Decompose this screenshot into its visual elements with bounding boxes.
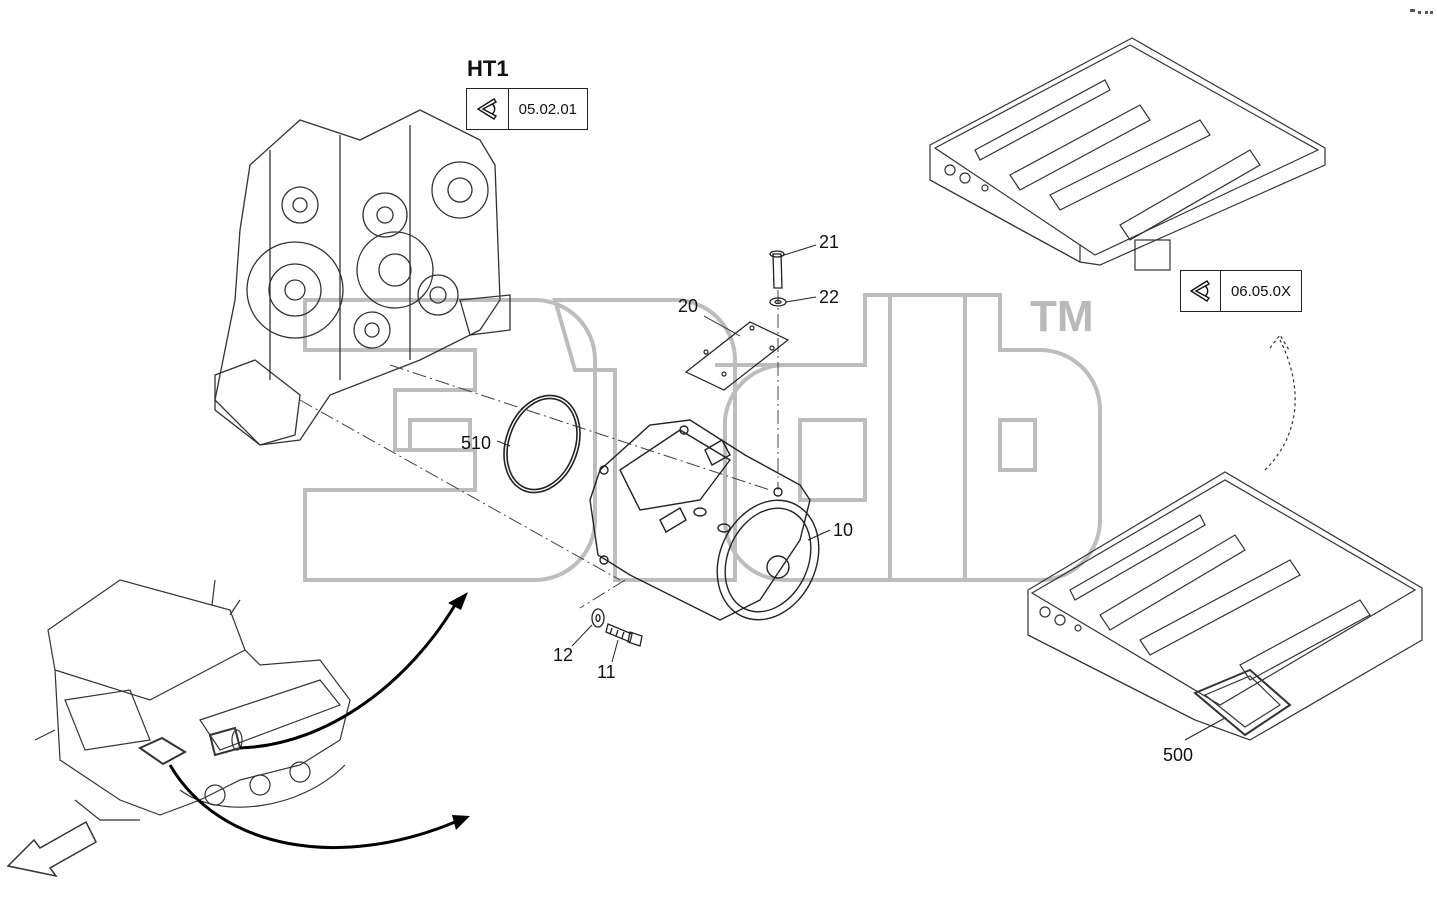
watermark-logo <box>303 293 1102 582</box>
view-reference-box[interactable]: 05.02.01 <box>466 88 588 130</box>
callout-leader-lines <box>496 244 1226 741</box>
corner-marks <box>1410 9 1433 14</box>
control-cabinet <box>1027 471 1423 741</box>
callout-number: 20 <box>678 296 699 316</box>
watermark-trademark: TM <box>1030 292 1094 341</box>
link-arrow-dotted <box>1264 333 1296 471</box>
electric-motor-part <box>589 419 820 621</box>
view-reference-code: 05.02.01 <box>518 100 577 118</box>
callout-number: 21 <box>819 232 840 252</box>
callout-number: 11 <box>597 662 616 682</box>
eye-view-icon <box>467 89 509 129</box>
bolt-part <box>769 250 785 289</box>
location-arrows <box>168 604 457 850</box>
callout-number: 500 <box>1163 745 1194 765</box>
callout-number: 22 <box>819 287 840 307</box>
transmission-housing <box>214 109 511 446</box>
location-arrow-heads <box>448 592 470 830</box>
view-reference-code: 06.05.0X <box>1230 282 1291 300</box>
callout-number: 12 <box>553 645 574 665</box>
o-ring-part <box>503 394 581 494</box>
callout-number: 510 <box>461 433 492 453</box>
control-cabinet-detail <box>929 37 1326 271</box>
callout-number: 10 <box>833 520 854 540</box>
view-direction-arrow <box>6 820 97 878</box>
view-reference-box[interactable]: 06.05.0X <box>1180 270 1302 312</box>
eye-view-icon <box>1181 271 1221 311</box>
washer-small-part <box>591 608 605 628</box>
group-heading: HT1 <box>467 56 509 81</box>
paver-machine <box>34 579 351 821</box>
mounting-plate-part <box>684 321 790 391</box>
bolt-small-part <box>605 623 643 647</box>
